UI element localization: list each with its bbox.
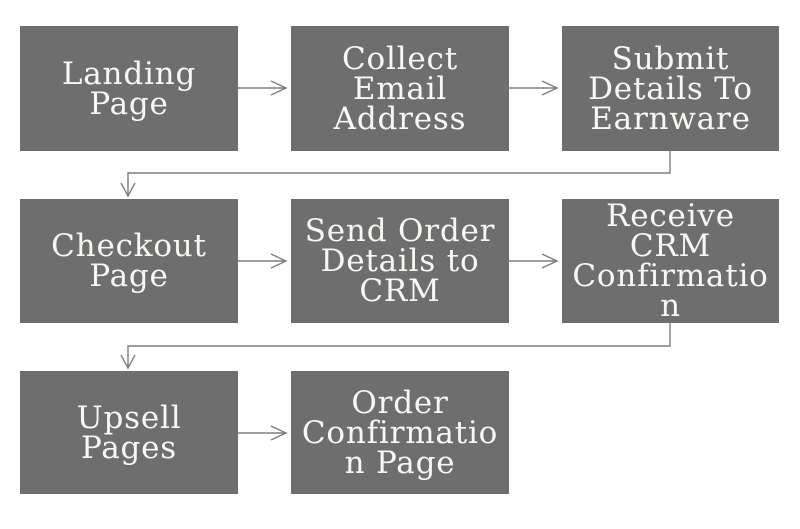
node-upsell-pages: Upsell Pages xyxy=(20,371,238,494)
node-submit-details-to-earnware: Submit Details To Earnware xyxy=(562,26,779,151)
node-receive-crm-confirmation: Receive CRM Confirmatio n xyxy=(562,199,779,323)
connector-checkout-to-send-order xyxy=(238,253,288,269)
node-send-order-details-to-crm-label: Send Order Details to CRM xyxy=(304,213,496,309)
node-collect-email-address-label: Collect Email Address xyxy=(333,40,467,137)
connector-send-order-to-receive-crm xyxy=(509,253,559,269)
node-order-confirmation-page-label: Order Confirmatio n Page xyxy=(301,384,499,481)
connector-collect-email-to-submit-details xyxy=(509,80,559,96)
node-submit-details-to-earnware-label: Submit Details To Earnware xyxy=(588,40,753,137)
connector-submit-details-to-checkout xyxy=(120,151,671,198)
node-landing-page: Landing Page xyxy=(20,26,238,151)
node-collect-email-address: Collect Email Address xyxy=(291,26,509,151)
node-checkout-page: Checkout Page xyxy=(20,199,238,323)
connector-upsell-to-order-confirmation xyxy=(238,425,288,441)
node-receive-crm-confirmation-label: Receive CRM Confirmatio n xyxy=(572,199,769,323)
node-send-order-details-to-crm: Send Order Details to CRM xyxy=(291,199,509,323)
node-upsell-pages-label: Upsell Pages xyxy=(76,399,182,466)
node-landing-page-label: Landing Page xyxy=(61,55,197,122)
node-checkout-page-label: Checkout Page xyxy=(51,228,207,294)
node-order-confirmation-page: Order Confirmatio n Page xyxy=(291,371,509,494)
connector-landing-to-collect-email xyxy=(238,80,288,96)
connector-receive-crm-to-upsell xyxy=(120,323,671,370)
